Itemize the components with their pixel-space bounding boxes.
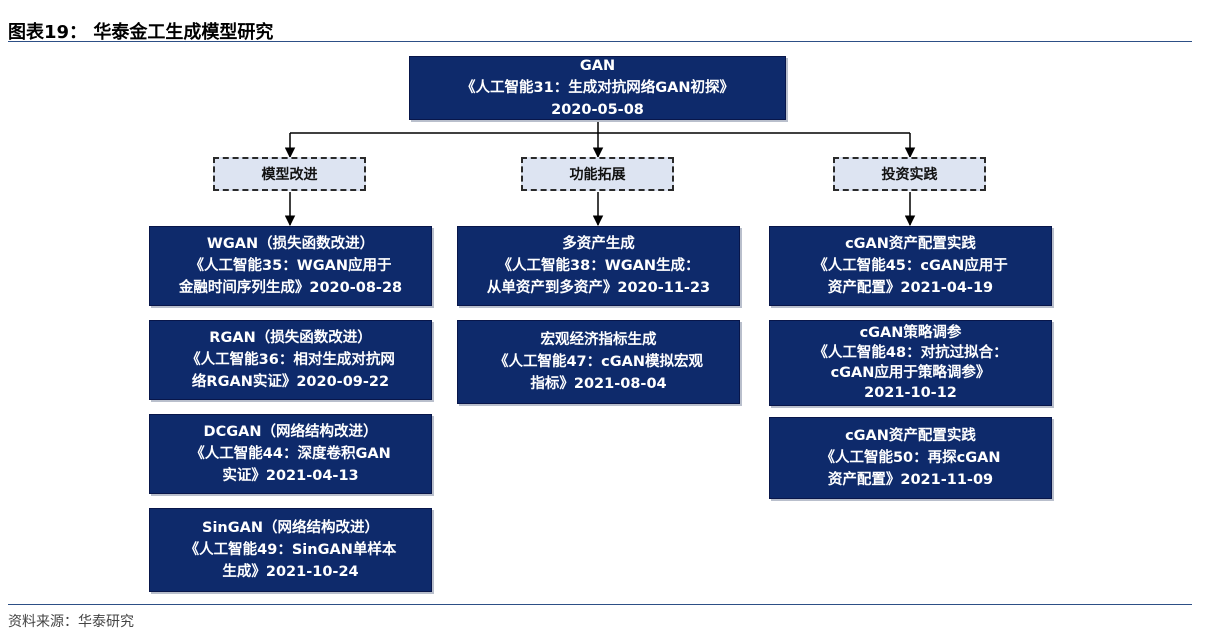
- paper-line: 《人工智能36：相对生成对抗网: [186, 352, 395, 368]
- root-line-1: GAN: [579, 58, 616, 74]
- root-line-3: 2020-05-08: [551, 102, 644, 118]
- paper-line: 《人工智能35：WGAN应用于: [189, 258, 392, 274]
- paper-wgan-box: WGAN（损失函数改进） 《人工智能35：WGAN应用于 金融时间序列生成》20…: [149, 226, 432, 306]
- category-function-extend: 功能拓展: [521, 157, 674, 191]
- figure-title: 图表19： 华泰金工生成模型研究: [8, 22, 274, 43]
- paper-line: SinGAN（网络结构改进）: [202, 520, 379, 536]
- root-line-2: 《人工智能31：生成对抗网络GAN初探》: [461, 80, 734, 96]
- paper-line: 金融时间序列生成》2020-08-28: [178, 280, 403, 296]
- paper-line: 《人工智能47：cGAN模拟宏观: [493, 354, 704, 370]
- paper-cgan-strategy-tuning-box: cGAN策略调参 《人工智能48：对抗过拟合： cGAN应用于策略调参》 202…: [769, 320, 1052, 406]
- paper-line: 《人工智能50：再探cGAN: [820, 450, 1001, 466]
- paper-macro-indicator-box: 宏观经济指标生成 《人工智能47：cGAN模拟宏观 指标》2021-08-04: [457, 320, 740, 404]
- paper-dcgan-box: DCGAN（网络结构改进） 《人工智能44：深度卷积GAN 实证》2021-04…: [149, 414, 432, 494]
- category-model-improve: 模型改进: [213, 157, 366, 191]
- paper-line: cGAN资产配置实践: [845, 236, 976, 252]
- paper-line: 资产配置》2021-11-09: [827, 472, 994, 488]
- paper-line: 生成》2021-10-24: [222, 564, 359, 580]
- paper-cgan-asset-allocation-box: cGAN资产配置实践 《人工智能45：cGAN应用于 资产配置》2021-04-…: [769, 226, 1052, 306]
- paper-line: RGAN（损失函数改进）: [209, 330, 372, 346]
- paper-line: 宏观经济指标生成: [540, 332, 657, 348]
- paper-line: 2021-10-12: [864, 385, 957, 401]
- paper-line: 从单资产到多资产》2020-11-23: [486, 280, 711, 296]
- paper-singan-box: SinGAN（网络结构改进） 《人工智能49：SinGAN单样本 生成》2021…: [149, 508, 432, 592]
- source-divider: [8, 604, 1192, 605]
- paper-line: 资产配置》2021-04-19: [827, 280, 994, 296]
- figure-source: 资料来源：华泰研究: [8, 614, 134, 630]
- paper-line: 指标》2021-08-04: [530, 376, 667, 392]
- paper-rgan-box: RGAN（损失函数改进） 《人工智能36：相对生成对抗网 络RGAN实证》202…: [149, 320, 432, 400]
- paper-line: 《人工智能48：对抗过拟合：: [813, 345, 1008, 361]
- paper-line: cGAN资产配置实践: [845, 428, 976, 444]
- paper-line: 实证》2021-04-13: [222, 468, 359, 484]
- paper-line: WGAN（损失函数改进）: [206, 236, 375, 252]
- paper-line: 多资产生成: [562, 236, 635, 252]
- paper-line: 络RGAN实证》2020-09-22: [191, 374, 390, 390]
- paper-multi-asset-box: 多资产生成 《人工智能38：WGAN生成： 从单资产到多资产》2020-11-2…: [457, 226, 740, 306]
- paper-line: 《人工智能38：WGAN生成：: [497, 258, 700, 274]
- paper-line: cGAN应用于策略调参》: [830, 365, 991, 381]
- paper-cgan-asset-allocation-revisit-box: cGAN资产配置实践 《人工智能50：再探cGAN 资产配置》2021-11-0…: [769, 417, 1052, 499]
- paper-line: 《人工智能45：cGAN应用于: [813, 258, 1008, 274]
- category-invest-practice: 投资实践: [833, 157, 986, 191]
- paper-line: cGAN策略调参: [859, 325, 962, 341]
- paper-line: 《人工智能44：深度卷积GAN: [190, 446, 391, 462]
- title-divider: [8, 41, 1192, 42]
- paper-line: 《人工智能49：SinGAN单样本: [184, 542, 397, 558]
- paper-line: DCGAN（网络结构改进）: [203, 424, 378, 440]
- root-gan-box: GAN 《人工智能31：生成对抗网络GAN初探》 2020-05-08: [409, 56, 786, 120]
